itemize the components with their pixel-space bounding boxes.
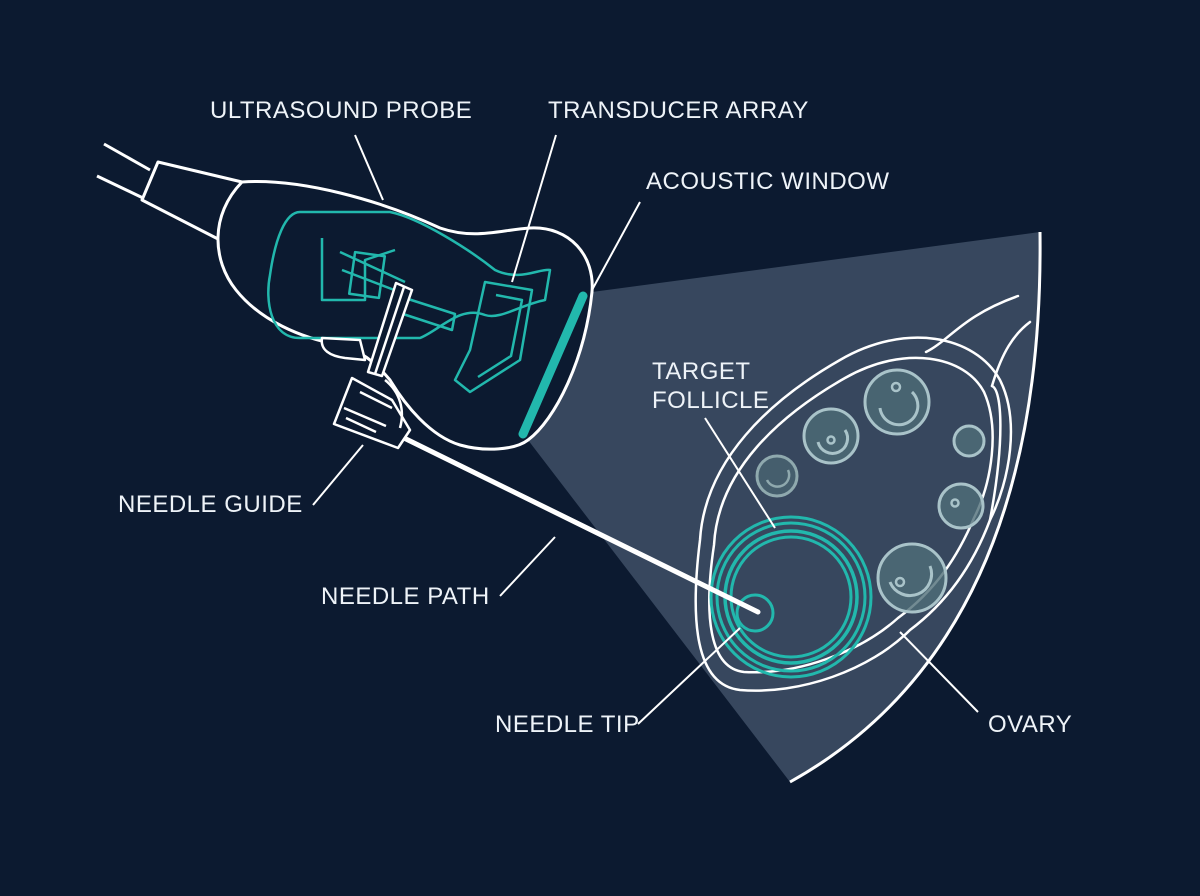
transducer-array-element xyxy=(453,280,534,394)
ligament-upper xyxy=(924,294,1020,354)
label-needle-path: NEEDLE PATH xyxy=(321,583,490,610)
beam-arc-edge xyxy=(789,231,1042,784)
follicles xyxy=(755,368,986,614)
label-acoustic-window: ACOUSTIC WINDOW xyxy=(646,168,890,195)
follicle-5 xyxy=(937,482,985,530)
follicle-4 xyxy=(952,424,986,458)
ovary-outer-outline xyxy=(694,336,1013,692)
leader-target-follicle xyxy=(704,417,776,529)
leader-acoustic-window xyxy=(591,201,641,291)
label-ultrasound-probe: ULTRASOUND PROBE xyxy=(210,97,473,124)
leader-ovary xyxy=(899,631,979,713)
needle-tip-ring xyxy=(735,593,775,633)
internal-block xyxy=(347,250,387,300)
leader-needle-path xyxy=(499,536,556,597)
label-needle-tip: NEEDLE TIP xyxy=(495,711,640,738)
probe-cable xyxy=(96,142,151,200)
follicle-3 xyxy=(755,454,799,498)
ligament-right xyxy=(990,320,1032,388)
leader-ultrasound-probe xyxy=(354,134,384,201)
leader-transducer-array xyxy=(511,134,557,283)
needle-guide xyxy=(320,281,414,450)
label-transducer-array: TRANSDUCER ARRAY xyxy=(548,97,809,124)
guide-clamp-inner xyxy=(343,390,393,434)
leader-lines xyxy=(312,134,979,725)
guide-arm xyxy=(320,336,367,362)
follicle-6 xyxy=(876,542,948,614)
leader-needle-guide xyxy=(312,444,364,506)
label-ovary: OVARY xyxy=(988,711,1073,738)
internal-chassis xyxy=(267,210,552,340)
leader-needle-tip xyxy=(637,627,741,725)
guide-rod-inner xyxy=(373,286,406,375)
follicle-2 xyxy=(802,407,860,465)
probe-internals xyxy=(267,210,552,394)
acoustic-window-strip xyxy=(518,291,588,439)
label-needle-guide: NEEDLE GUIDE xyxy=(118,491,303,518)
needle-shaft xyxy=(401,435,761,615)
guide-lower-hook xyxy=(384,379,404,429)
guide-clamp xyxy=(332,376,412,450)
label-target-follicle: TARGET FOLLICLE xyxy=(652,358,770,414)
ligament-lower xyxy=(988,384,1002,522)
transducer-array-inner xyxy=(477,293,524,379)
follicle-1 xyxy=(863,368,931,436)
internal-stem xyxy=(402,296,457,332)
